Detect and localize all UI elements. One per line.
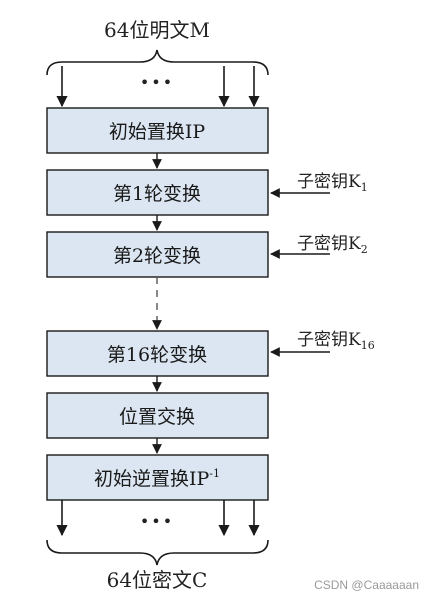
box-round-2: 第2轮变换	[46, 231, 269, 278]
round-2-label: 第2轮变换	[113, 245, 201, 267]
subkey-1-label: 子密钥K1	[297, 172, 368, 194]
box-initial-permutation: 初始置换IP	[46, 107, 269, 154]
ciphertext-label: 64位密文C	[107, 568, 208, 592]
round-1-label: 第1轮变换	[113, 183, 201, 205]
plaintext-input-arrows	[56, 66, 260, 108]
box-swap: 位置交换	[46, 392, 269, 439]
ciphertext-brace	[46, 539, 269, 566]
swap-label: 位置交换	[119, 406, 195, 428]
box-round-1: 第1轮变换	[46, 169, 269, 216]
plaintext-brace	[46, 49, 269, 76]
subkey-16-label: 子密钥K16	[297, 330, 375, 352]
top-ellipsis: •••	[140, 73, 174, 92]
plaintext-label: 64位明文M	[104, 18, 210, 42]
initial-permutation-label: 初始置换IP	[109, 121, 206, 143]
bottom-ellipsis: •••	[140, 512, 174, 531]
round-16-label: 第16轮变换	[107, 344, 207, 366]
inverse-permutation-label: 初始逆置换IP-1	[94, 467, 220, 490]
ciphertext-output-arrows	[56, 500, 260, 537]
subkey-2-label: 子密钥K2	[297, 234, 368, 256]
box-round-16: 第16轮变换	[46, 330, 269, 377]
box-inverse-permutation: 初始逆置换IP-1	[46, 454, 269, 501]
watermark: CSDN @Caaaaaan	[314, 578, 419, 592]
